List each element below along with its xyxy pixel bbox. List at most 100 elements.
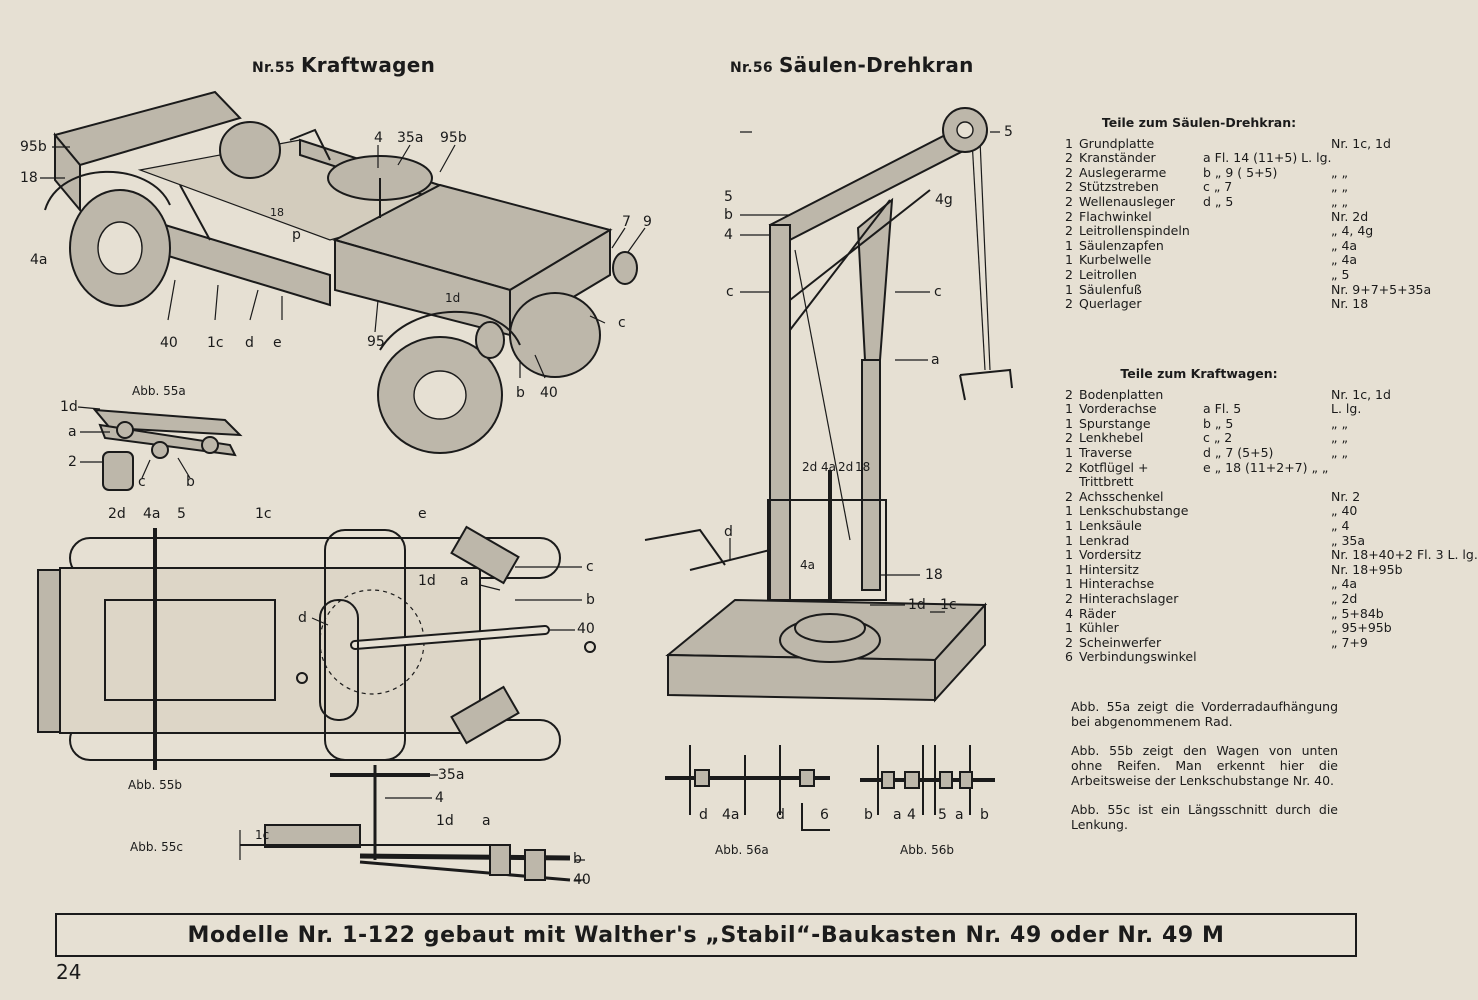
label-4a: 4a (30, 252, 48, 268)
part-quantity: 1 (1065, 532, 1073, 548)
part-name: Wellenausleger (1079, 193, 1175, 209)
part-spec: b „ 9 ( 5+5) (1203, 164, 1278, 180)
part-ref: „ 4a (1331, 237, 1358, 253)
part-quantity: 4 (1065, 605, 1073, 621)
technical-drawings (37, 90, 1013, 882)
part-name: Hinterachse (1079, 576, 1155, 592)
part-quantity: 2 (1065, 179, 1073, 195)
label-c: c (138, 474, 146, 490)
part-ref: Nr. 1c, 1d (1331, 386, 1391, 402)
part-ref: „ 5 (1331, 266, 1350, 282)
part-name: Hinterachslager (1079, 590, 1179, 606)
label-b: b (724, 207, 733, 223)
part-ref: Nr. 18+95b (1331, 561, 1403, 577)
part-spec (1203, 636, 1331, 651)
label-4a: 4a (821, 460, 836, 474)
part-spec (1203, 283, 1331, 298)
part-name: Kranständer (1079, 150, 1156, 166)
caption-abb55c: Abb. 55c (130, 840, 183, 854)
label-2d: 2d (802, 460, 818, 474)
part-spec (1203, 650, 1331, 665)
label-e: e (273, 335, 282, 351)
part-spec (1203, 210, 1331, 225)
part-quantity: 1 (1065, 444, 1073, 460)
label-40: 40 (573, 872, 591, 888)
label-b: b (186, 474, 195, 490)
part-spec (1203, 268, 1331, 283)
part-spec (1203, 504, 1331, 519)
car-drawing (40, 90, 646, 454)
label-d: d (699, 807, 708, 823)
part-spec: e „ 18 (11+2+7) „ „ (1203, 459, 1329, 475)
part-spec (1203, 548, 1331, 563)
label-b2: b (980, 807, 989, 823)
part-ref: Nr. 2 (1331, 488, 1361, 504)
page-number: 24 (56, 960, 82, 984)
part-ref: „ „ (1331, 164, 1348, 180)
part-quantity: 2 (1065, 208, 1073, 224)
part-ref: Nr. 2d (1331, 208, 1369, 224)
part-spec (1203, 475, 1331, 490)
part-spec: d „ 7 (5+5) (1203, 444, 1274, 460)
part-spec (1203, 563, 1331, 578)
label-a: a (460, 573, 469, 589)
label-1c: 1c (255, 828, 270, 842)
parts-list-car-heading: Teile zum Kraftwagen: (1120, 366, 1278, 381)
crane-drawing (644, 107, 1013, 703)
part-quantity: 1 (1065, 620, 1073, 636)
part-ref: „ „ (1331, 415, 1348, 431)
part-ref: „ 7+9 (1331, 634, 1368, 650)
label-1c: 1c (255, 506, 272, 522)
label-4a: 4a (722, 807, 740, 823)
part-ref (1331, 475, 1333, 490)
part-name: Auslegerarme (1079, 164, 1167, 180)
part-name: Grundplatte (1079, 135, 1155, 151)
part-quantity: 1 (1065, 503, 1073, 519)
label-1c: 1c (940, 597, 957, 613)
part-spec (1203, 534, 1331, 549)
part-quantity: 2 (1065, 488, 1073, 504)
part-quantity: 2 (1065, 590, 1073, 606)
label-d: d (724, 524, 733, 540)
footer-banner: Modelle Nr. 1-122 gebaut mit Walther's „… (55, 913, 1357, 957)
label-a2: a (955, 807, 964, 823)
abb55b-drawing (37, 525, 596, 770)
part-ref: „ „ (1331, 430, 1348, 446)
label-d: d (298, 610, 307, 626)
part-quantity: 6 (1065, 649, 1073, 665)
part-spec: a Fl. 14 (11+5) L. lg. (1203, 150, 1332, 166)
part-ref: Nr. 18+40+2 Fl. 3 L. lg. (1331, 547, 1478, 563)
part-ref: „ 4, 4g (1331, 223, 1374, 239)
part-ref: „ 35a (1331, 532, 1366, 548)
part-spec: c „ 2 (1203, 430, 1233, 446)
label-b: b (586, 592, 595, 608)
part-quantity: 1 (1065, 252, 1073, 268)
part-ref: L. lg. (1331, 401, 1362, 417)
part-ref (1331, 650, 1333, 665)
part-ref (1331, 151, 1333, 166)
label-a: a (893, 807, 902, 823)
label-95: 95 (367, 334, 385, 350)
part-ref: Nr. 1c, 1d (1331, 135, 1391, 151)
part-quantity: 1 (1065, 415, 1073, 431)
label-b: b (573, 851, 582, 867)
part-quantity: 1 (1065, 237, 1073, 253)
part-spec (1203, 253, 1331, 268)
part-name: Achsschenkel (1079, 488, 1164, 504)
part-name: Räder (1079, 605, 1116, 621)
part-quantity: 1 (1065, 135, 1073, 151)
part-spec: d „ 5 (1203, 193, 1234, 209)
caption-abb55a: Abb. 55a (132, 384, 186, 398)
model-56-number: Nr.56 (730, 60, 773, 76)
label-7: 7 (622, 214, 631, 230)
label-18-inner: 18 (270, 206, 284, 219)
part-name: Hintersitz (1079, 561, 1139, 577)
